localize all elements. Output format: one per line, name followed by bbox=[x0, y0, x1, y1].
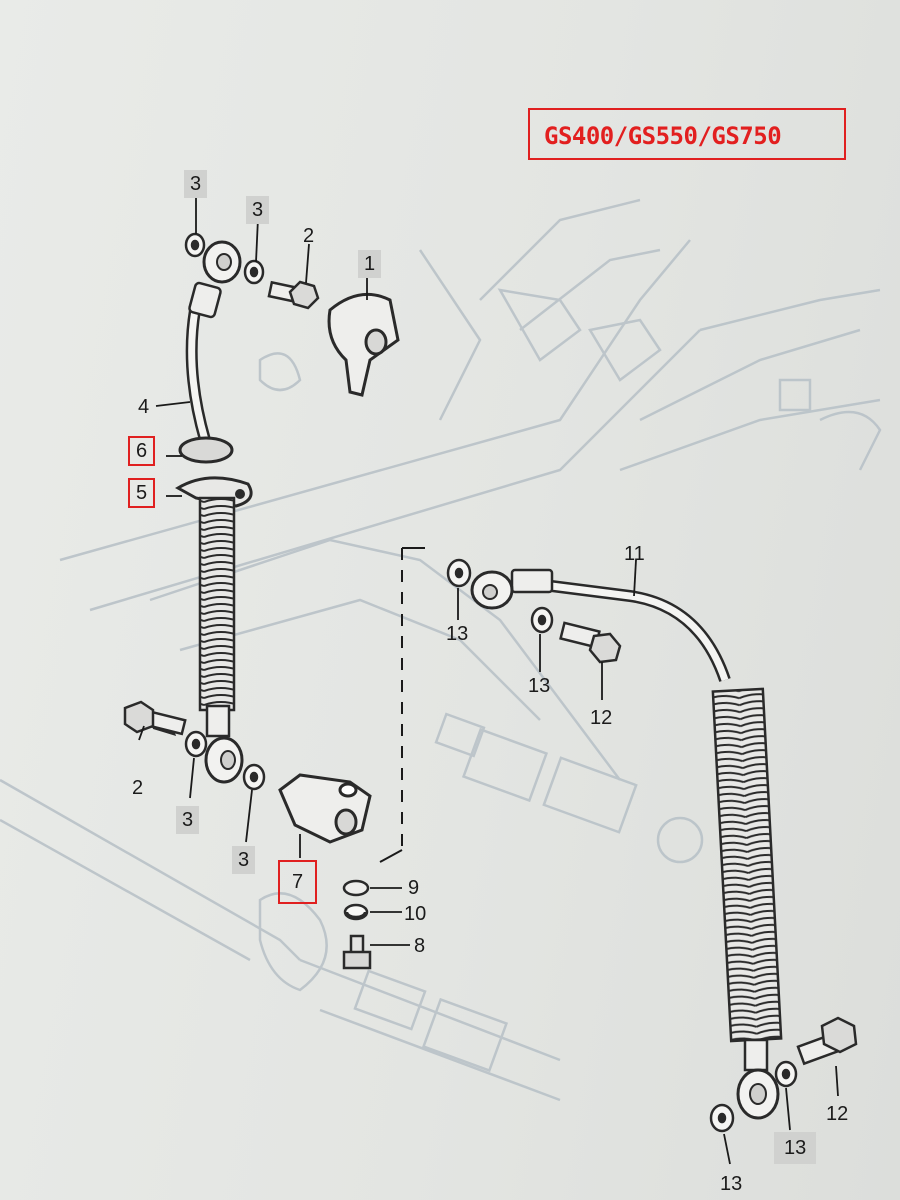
rear-brake-hose-11 bbox=[470, 568, 783, 1120]
callout-3: 3 bbox=[184, 170, 208, 198]
callout-3: 3 bbox=[246, 196, 270, 224]
brake-hose-joint-7 bbox=[278, 773, 372, 844]
callout-3: 3 bbox=[176, 806, 200, 834]
crush-washers-13 bbox=[446, 558, 798, 1133]
front-brake-hose-4 bbox=[175, 240, 253, 784]
callout-13: 13 bbox=[774, 1132, 817, 1164]
callout-12: 12 bbox=[826, 1103, 849, 1125]
model-applicability-box: GS400/GS550/GS750 bbox=[528, 108, 846, 160]
model-applicability-text: GS400/GS550/GS750 bbox=[544, 122, 782, 150]
callout-7-highlighted: 7 bbox=[278, 860, 318, 904]
crush-washers-3 bbox=[184, 232, 266, 791]
callout-9: 9 bbox=[408, 877, 420, 899]
callout-12: 12 bbox=[590, 707, 613, 729]
background-swingarm-drawing bbox=[0, 198, 882, 1102]
callout-3: 3 bbox=[232, 846, 256, 874]
leader-lines bbox=[138, 196, 839, 1165]
callout-2: 2 bbox=[303, 225, 315, 247]
banjo-bolts-12 bbox=[559, 621, 858, 1066]
banjo-bolts-2 bbox=[123, 280, 320, 736]
callout-10: 10 bbox=[404, 903, 427, 925]
callout-13: 13 bbox=[446, 623, 469, 645]
callout-2: 2 bbox=[132, 777, 144, 799]
callout-11: 11 bbox=[624, 543, 645, 565]
dash-connector-line bbox=[379, 547, 425, 863]
callout-1: 1 bbox=[358, 250, 382, 278]
callout-13: 13 bbox=[528, 675, 551, 697]
callout-4: 4 bbox=[138, 396, 150, 418]
callout-5-highlighted: 5 bbox=[128, 478, 156, 508]
master-cylinder-cap-1 bbox=[327, 292, 400, 397]
callout-13: 13 bbox=[720, 1173, 743, 1195]
callout-6-highlighted: 6 bbox=[128, 436, 156, 466]
callout-8: 8 bbox=[414, 935, 426, 957]
mounting-hardware bbox=[342, 879, 372, 970]
